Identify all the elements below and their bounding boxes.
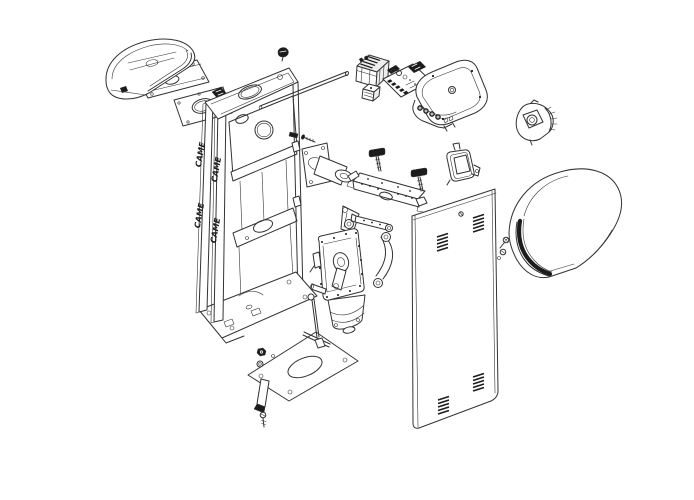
release-pin [310, 283, 327, 295]
dome-gasket [516, 218, 553, 277]
crank-lever [340, 205, 360, 234]
dome-cover [508, 168, 622, 279]
came-logo: CAME [193, 202, 206, 229]
control-box [412, 59, 488, 132]
link-bar [350, 213, 393, 232]
connecting-rod [373, 232, 394, 288]
spring-anchor-bracket [346, 170, 428, 213]
cover-screws [497, 236, 510, 260]
anchor-strap [253, 378, 270, 414]
cabinet: CAME CAME CAME CAME [193, 67, 318, 344]
transformer [355, 54, 390, 88]
relay-module [361, 83, 381, 102]
anchor-screw [259, 411, 267, 428]
came-logo: CAME [209, 217, 222, 244]
anchor-nut [256, 347, 267, 357]
frame-insert [446, 142, 481, 186]
came-logo: CAME [210, 156, 223, 183]
lamp-unit [515, 99, 558, 146]
release-rod [302, 293, 331, 349]
head-cover [105, 38, 196, 100]
top-fixing-screw [277, 47, 289, 62]
shaft-flange [301, 142, 354, 188]
gearmotor [309, 228, 366, 334]
flange-fasteners [288, 131, 316, 143]
control-board [382, 61, 432, 98]
door-vents [436, 213, 485, 415]
t-bolts [368, 147, 428, 192]
came-logo: CAME [194, 141, 207, 168]
door-panel [411, 188, 499, 429]
foundation-plate [247, 331, 359, 402]
anchor-washer [256, 360, 264, 368]
